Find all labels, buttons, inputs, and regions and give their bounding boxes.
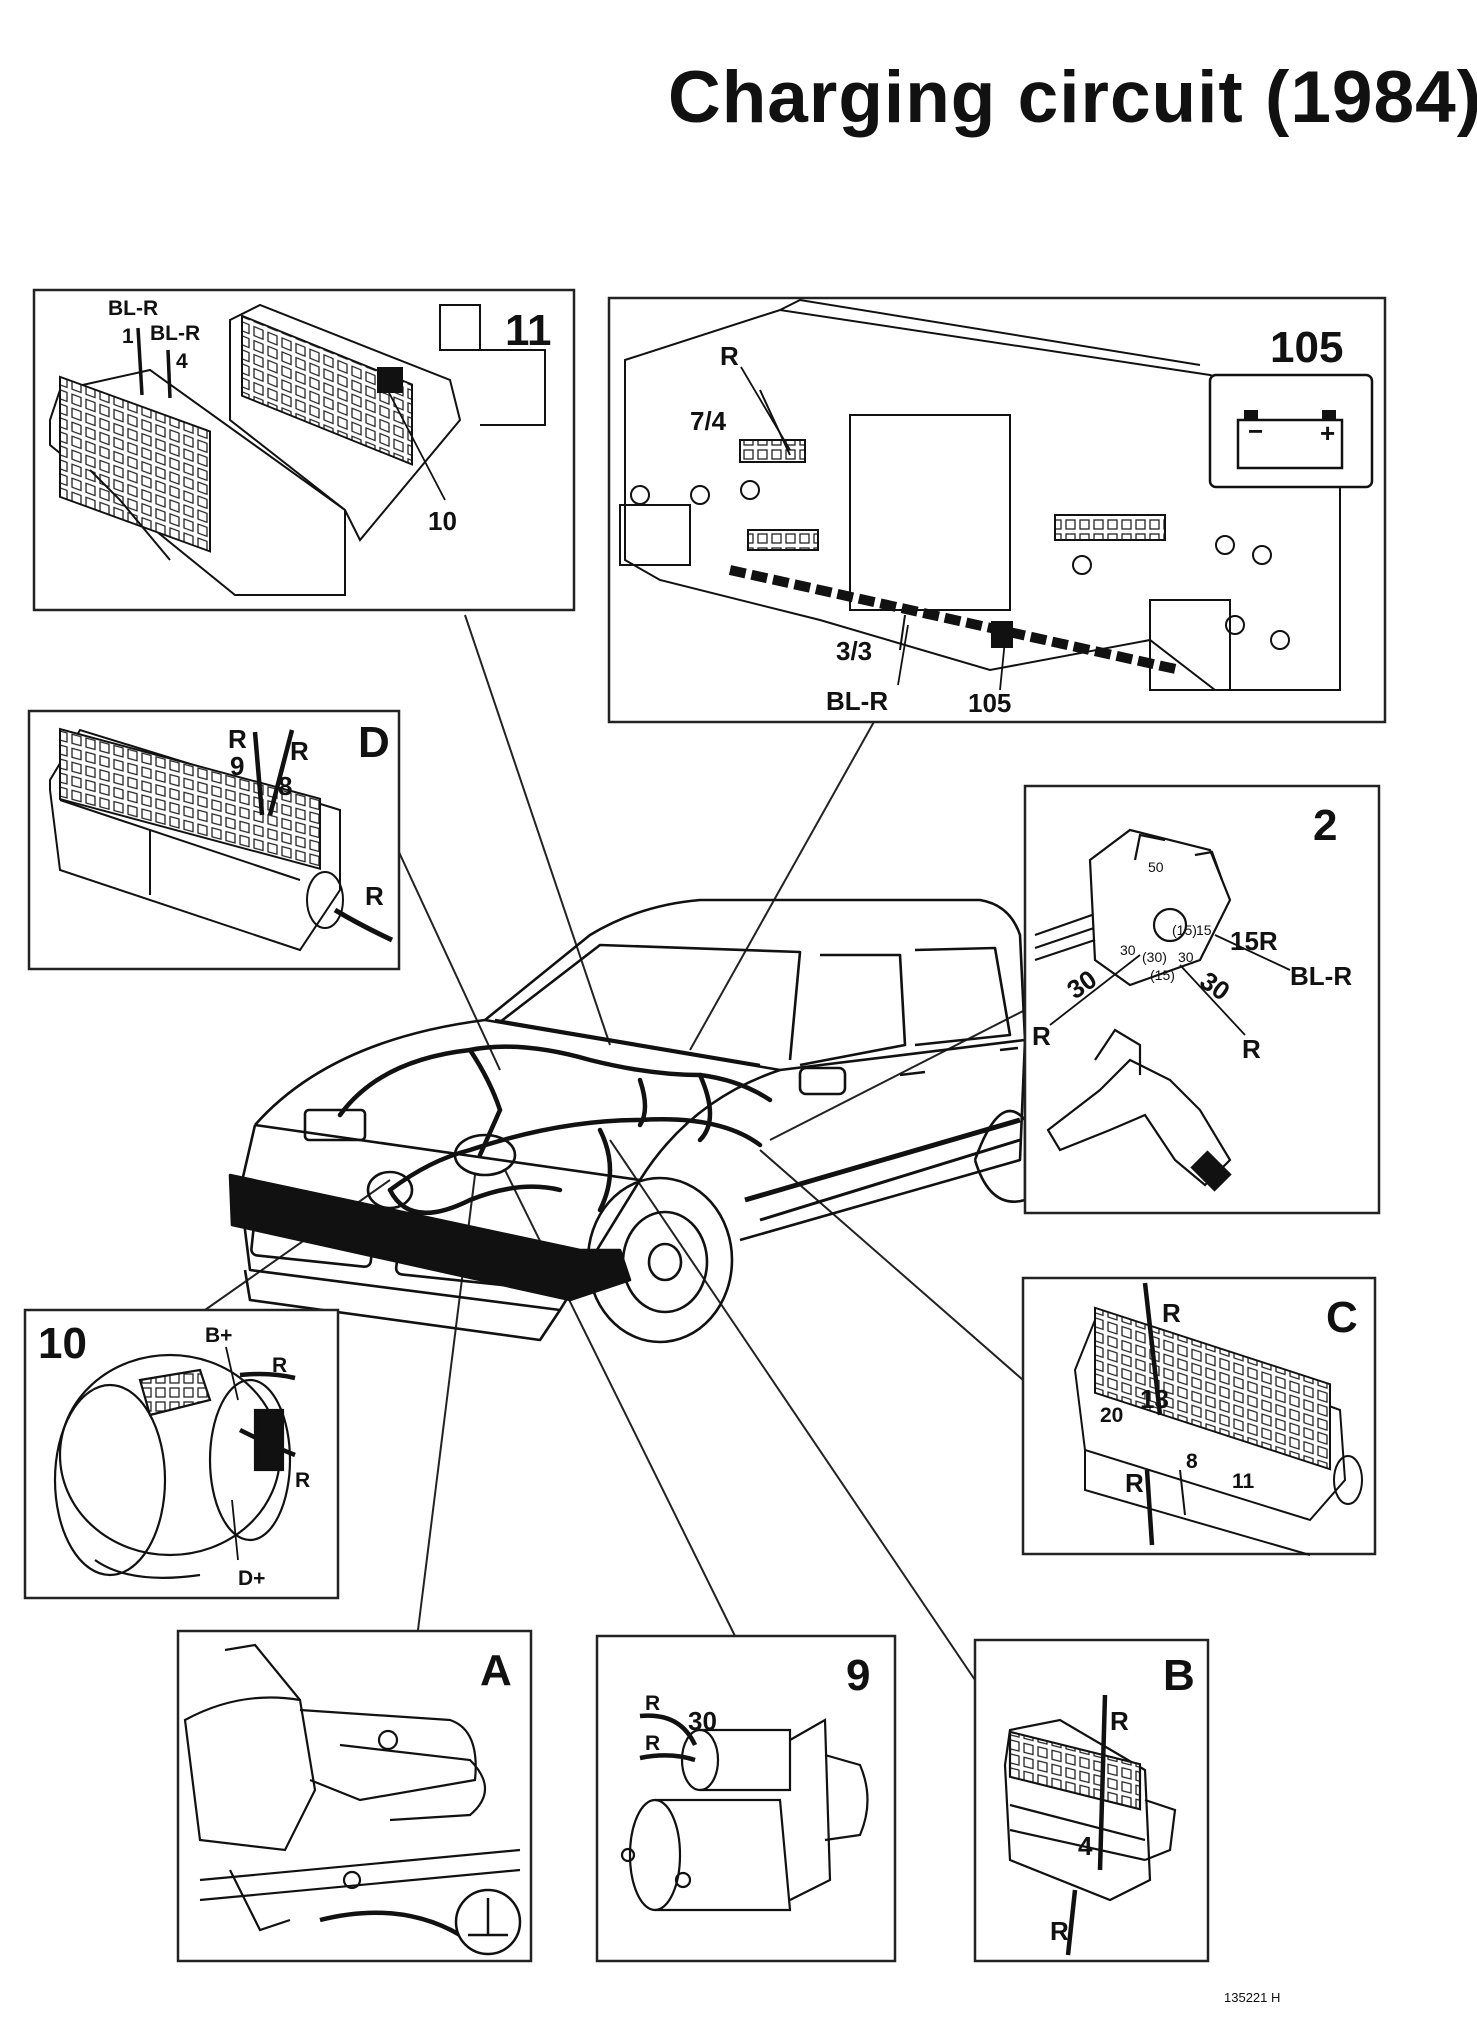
pc-label-11: 11 bbox=[1232, 1470, 1255, 1493]
switch-pin-30: 30 bbox=[1120, 942, 1136, 958]
pc-label-8: 8 bbox=[1186, 1450, 1198, 1473]
panel-d-connector: D R 9 R 8 R bbox=[27, 709, 401, 971]
panel-11-fuse-box: 11 BL-R 1 BL-R 4 10 bbox=[32, 288, 576, 612]
pc-label-13: 13 bbox=[1140, 1384, 1169, 1414]
p11-label-pin-1: 1 bbox=[122, 325, 134, 348]
pd-label-r-2: R bbox=[290, 736, 309, 766]
panel-b-connector: B R 4 R bbox=[973, 1638, 1210, 1963]
p2-label-r-left: R bbox=[1032, 1021, 1051, 1051]
panel-105-number: 105 bbox=[1270, 323, 1343, 372]
switch-pin-15: 15 bbox=[1196, 922, 1212, 938]
panel-b-letter: B bbox=[1163, 1651, 1195, 1700]
p105-label-7-4: 7/4 bbox=[690, 406, 727, 436]
p10-label-r-top: R bbox=[272, 1354, 287, 1377]
p11-label-bl-r-4: BL-R bbox=[150, 322, 200, 345]
pd-label-9: 9 bbox=[230, 751, 244, 781]
p2-label-r-right: R bbox=[1242, 1034, 1261, 1064]
panel-10-alternator: 10 B+ R R D+ bbox=[23, 1308, 340, 1600]
panel-9-number: 9 bbox=[846, 1651, 870, 1700]
panel-c-connector: C R 13 20 8 11 R bbox=[1021, 1276, 1377, 1556]
p105-label-bl-r: BL-R bbox=[826, 686, 888, 716]
page-title: Charging circuit (1984) bbox=[668, 57, 1477, 138]
p11-label-pin-4: 4 bbox=[176, 350, 188, 373]
p11-label-10: 10 bbox=[428, 506, 457, 536]
panel-9-starter-motor: 9 R 30 R bbox=[595, 1634, 897, 1963]
switch-pin-15-paren-2: (15) bbox=[1150, 967, 1175, 983]
pb-label-4: 4 bbox=[1078, 1831, 1093, 1861]
panel-10-number: 10 bbox=[38, 1319, 87, 1368]
switch-pin-30-paren: (30) bbox=[1142, 949, 1167, 965]
p2-label-bl-r: BL-R bbox=[1290, 961, 1352, 991]
p105-label-3-3: 3/3 bbox=[836, 636, 872, 666]
p105-label-r: R bbox=[720, 341, 739, 371]
panel-11-number: 11 bbox=[505, 306, 552, 355]
battery-plus: + bbox=[1320, 418, 1335, 448]
reference-code: 135221 H bbox=[1224, 1990, 1281, 2005]
p105-label-105: 105 bbox=[968, 688, 1011, 718]
pc-label-r-bottom: R bbox=[1125, 1468, 1144, 1498]
pc-label-r-top: R bbox=[1162, 1298, 1181, 1328]
panel-a-ground-point: A bbox=[176, 1629, 533, 1963]
switch-pin-50: 50 bbox=[1148, 859, 1164, 875]
pd-label-r-3: R bbox=[365, 881, 384, 911]
pb-label-r-top: R bbox=[1110, 1706, 1129, 1736]
p9-label-r-top: R bbox=[645, 1692, 660, 1715]
p10-label-d-plus: D+ bbox=[238, 1567, 265, 1590]
panel-d-letter: D bbox=[358, 718, 390, 767]
switch-pin-15-paren: (15) bbox=[1172, 922, 1197, 938]
p9-label-r-bottom: R bbox=[645, 1732, 660, 1755]
battery-minus: − bbox=[1248, 416, 1263, 446]
panel-2-ignition-switch: 50 15 (15) 30 (30) (15) 30 2 15R BL-R 30… bbox=[1023, 784, 1381, 1215]
p10-label-r-bottom: R bbox=[295, 1469, 310, 1492]
p10-label-b-plus: B+ bbox=[205, 1324, 232, 1347]
switch-pin-30-2: 30 bbox=[1178, 949, 1194, 965]
pd-label-r-1: R bbox=[228, 724, 247, 754]
ground-icon bbox=[454, 1888, 522, 1956]
panel-a-letter: A bbox=[480, 1646, 512, 1695]
battery-icon-box: − + bbox=[1208, 373, 1374, 489]
wiring-harness bbox=[337, 1044, 773, 1216]
panel-2-number: 2 bbox=[1313, 801, 1337, 850]
pb-label-r-bottom: R bbox=[1050, 1916, 1069, 1946]
p9-label-30: 30 bbox=[688, 1706, 717, 1736]
pc-label-20: 20 bbox=[1100, 1404, 1123, 1427]
panel-c-letter: C bbox=[1326, 1293, 1358, 1342]
panel-105-instrument-cluster: − + 105 R 7/4 3/3 BL-R 105 bbox=[607, 296, 1387, 724]
p2-label-15r: 15R bbox=[1230, 926, 1278, 956]
pd-label-8: 8 bbox=[278, 771, 292, 801]
p11-label-bl-r-1: BL-R bbox=[108, 297, 158, 320]
